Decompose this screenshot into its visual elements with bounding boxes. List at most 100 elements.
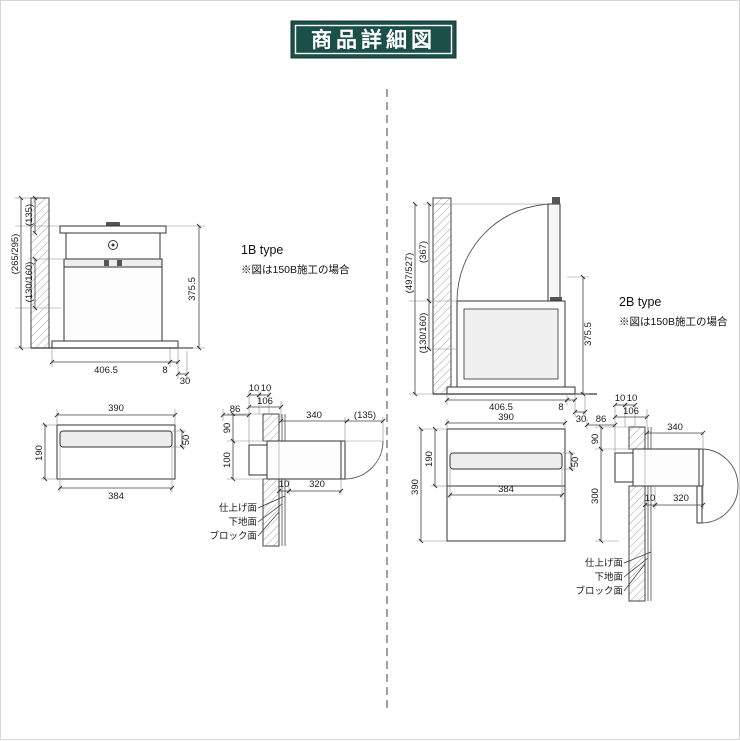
view-2b-front: (367) (497/527) (130/160) 375.5 406.5 8 … — [404, 197, 597, 425]
dim-1b-sec-135: (135) — [354, 410, 376, 421]
dim-2b-plan-390d: 390 — [410, 479, 421, 495]
plan-body-band — [449, 452, 563, 470]
dim-1b-plan-384: 384 — [108, 491, 124, 502]
door-swing-arc — [700, 448, 739, 524]
label-2b-type: 2B type — [619, 295, 661, 309]
dimension-lines — [418, 420, 574, 544]
hinge-mark-right — [117, 260, 122, 266]
door-panel — [698, 448, 704, 487]
dim-1b-plan-50: 50 — [181, 435, 192, 446]
base-plate — [51, 340, 179, 349]
dim-1b-plan-390: 390 — [108, 403, 124, 414]
dimension-lines — [584, 402, 706, 544]
dim-1b-front-30: 30 — [180, 376, 191, 387]
dim-1b-front-135: (135) — [24, 204, 35, 226]
leader-block — [623, 563, 646, 592]
dim-2b-sec-106: 106 — [623, 406, 639, 417]
dim-2b-front-375-5: 375.5 — [583, 322, 594, 346]
dim-2b-front-497-527: (497/527) — [404, 253, 415, 294]
dim-2b-sec-10c: 10 — [645, 493, 656, 504]
mailbox-body — [63, 266, 163, 342]
dim-2b-front-30: 30 — [576, 414, 587, 425]
title-box: 商品詳細図 — [290, 20, 457, 59]
dim-1b-sec-10a: 10 — [249, 383, 260, 394]
dimension-lines — [18, 195, 202, 377]
view-2b-section: 10 10 106 86 340 90 300 10 320 仕上げ面 下地面 … — [575, 393, 739, 602]
leader-finish — [623, 551, 652, 564]
dim-1b-front-8: 8 — [162, 365, 167, 376]
dimension-lines — [220, 392, 386, 494]
dim-1b-sec-90: 90 — [222, 423, 233, 434]
dim-1b-sec-320: 320 — [309, 479, 325, 490]
leader-finish — [257, 495, 286, 509]
plan-body-band — [59, 430, 173, 448]
rear-lid — [248, 444, 268, 476]
dim-2b-plan-390w: 390 — [498, 412, 514, 423]
view-1b-plan: 390 190 384 50 — [34, 403, 192, 502]
rear-lid — [614, 452, 634, 483]
dim-2b-sec-320: 320 — [673, 493, 689, 504]
door-swing-arc — [344, 440, 384, 480]
dim-2b-sec-90: 90 — [590, 434, 601, 445]
base-plate — [446, 386, 576, 395]
dim-1b-sec-100: 100 — [222, 452, 233, 468]
section-body — [266, 440, 342, 480]
door-panel — [340, 440, 346, 480]
page-title: 商品詳細図 — [311, 28, 436, 52]
leader-base — [257, 503, 283, 523]
dim-2b-sec-300: 300 — [590, 488, 601, 504]
label-block-surface: ブロック面 — [575, 585, 623, 597]
dim-2b-plan-50: 50 — [570, 457, 581, 468]
open-door-panel — [696, 485, 703, 524]
wall-hatch-lower — [628, 485, 646, 602]
dim-2b-front-8: 8 — [558, 402, 563, 413]
wall-hatch-upper — [262, 413, 280, 442]
note-1b: ※図は150B施工の場合 — [241, 263, 350, 276]
plan-outline — [446, 428, 566, 542]
dim-2b-front-367: (367) — [418, 241, 429, 263]
dim-1b-front-130-160: (130/160) — [24, 262, 35, 303]
note-2b: ※図は150B施工の場合 — [619, 315, 728, 328]
dim-2b-sec-10a: 10 — [615, 393, 626, 404]
dim-2b-sec-10b: 10 — [627, 393, 638, 404]
dim-1b-front-406-5: 406.5 — [94, 365, 118, 376]
dim-2b-front-406-5: 406.5 — [489, 402, 513, 413]
emblem-icon — [108, 240, 118, 250]
open-door-panel — [547, 203, 561, 302]
door-latch — [552, 197, 560, 204]
dim-1b-front-375-5: 375.5 — [187, 277, 198, 301]
label-1b-type: 1B type — [241, 243, 283, 257]
dim-2b-front-130-160: (130/160) — [418, 313, 429, 354]
emblem-dot-icon — [111, 243, 115, 247]
view-1b-section: 10 10 106 86 340 (135) 90 100 10 320 仕上げ… — [209, 383, 386, 547]
dim-2b-plan-384: 384 — [498, 484, 514, 495]
label-base-surface: 下地面 — [228, 516, 257, 528]
leader-block — [257, 511, 280, 537]
dim-1b-sec-106: 106 — [257, 396, 273, 407]
dimension-lines — [42, 412, 185, 491]
label-finish-surface: 仕上げ面 — [585, 557, 623, 569]
mailbox-lid — [59, 225, 167, 234]
dim-1b-sec-10b: 10 — [261, 383, 272, 394]
wall-hatch-upper — [628, 426, 646, 450]
title-box-bg — [290, 20, 457, 59]
label-mask — [575, 557, 625, 599]
section-body — [632, 448, 704, 487]
leader-base — [623, 557, 649, 578]
view-1b-front: (135) (265/295) (130/160) 375.5 406.5 8 … — [10, 195, 205, 387]
body-opening — [463, 308, 559, 380]
dim-1b-sec-86: 86 — [230, 404, 241, 415]
dim-2b-plan-190: 190 — [424, 451, 435, 467]
door-swing-arc — [456, 203, 555, 302]
dim-1b-sec-10c: 10 — [279, 479, 290, 490]
label-mask — [211, 501, 259, 543]
dimension-lines — [412, 201, 588, 415]
dim-1b-sec-340: 340 — [306, 410, 322, 421]
dim-2b-sec-86: 86 — [596, 414, 607, 425]
label-finish-surface: 仕上げ面 — [219, 502, 257, 514]
label-block-surface: ブロック面 — [209, 530, 257, 542]
dim-1b-plan-190: 190 — [34, 445, 45, 461]
hinge-mark-left — [104, 260, 109, 266]
